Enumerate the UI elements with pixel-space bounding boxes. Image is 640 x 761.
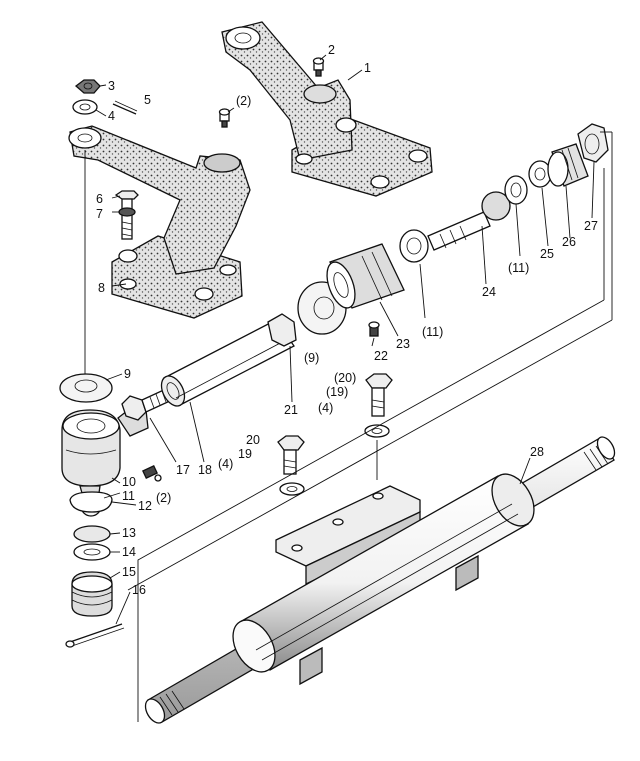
grease-nipple-2c [142, 464, 162, 482]
grease-nipple-2b [218, 108, 231, 128]
callout-leaders [95, 54, 595, 625]
callout-28: 28 [530, 445, 544, 459]
idler-bracket-lower [68, 125, 251, 319]
callout-16: 16 [132, 583, 146, 597]
callout-3: 3 [108, 79, 115, 93]
sleeve-18 [160, 319, 295, 407]
callout-10: 10 [122, 475, 136, 489]
callout-11-paren-b: (11) [508, 261, 529, 275]
callout-2: 2 [328, 43, 335, 57]
washer-4 [72, 99, 98, 115]
callout-9-paren: (9) [304, 351, 319, 365]
washer-4b [364, 424, 390, 438]
spring-15 [71, 571, 113, 617]
callout-13: 13 [122, 526, 136, 540]
seat-13 [73, 525, 111, 543]
callout-4: 4 [108, 109, 115, 123]
split-pin-5 [112, 100, 138, 115]
seal-11c [504, 175, 528, 205]
callout-11: 11 [122, 489, 135, 503]
callout-18: 18 [198, 463, 212, 477]
callout-2-paren-a: (2) [236, 94, 251, 108]
callout-24: 24 [482, 285, 496, 299]
split-pin-16 [65, 623, 125, 648]
dust-cover-9 [59, 373, 113, 403]
lock-washer-7 [118, 207, 136, 217]
callout-4-paren-b: (4) [218, 457, 233, 471]
ball-socket-housing-10 [61, 403, 149, 487]
seal-11b [399, 229, 429, 263]
idler-bracket-upper [221, 21, 433, 197]
callout-20-paren: (20) [334, 371, 356, 385]
callout-20: 20 [246, 433, 260, 447]
callout-9: 9 [124, 367, 131, 381]
callout-23: 23 [396, 337, 410, 351]
grease-nipple-2 [312, 57, 325, 77]
callout-4-paren-a: (4) [318, 401, 333, 415]
callout-21: 21 [284, 403, 298, 417]
callout-1: 1 [364, 61, 371, 75]
callout-15: 15 [122, 565, 136, 579]
assembly-lines [84, 131, 613, 722]
callout-25: 25 [540, 247, 554, 261]
bush-23 [326, 243, 405, 309]
callout-17: 17 [176, 463, 190, 477]
nut-21 [267, 313, 297, 347]
callout-2-paren-b: (2) [156, 491, 171, 505]
callout-26: 26 [562, 235, 576, 249]
bolt-6 [114, 190, 139, 240]
bolt-20b [365, 373, 393, 417]
callout-labels: 1 2 (2) (2) 3 4 (4) (4) 5 6 7 8 9 (9) 10… [96, 43, 598, 597]
castle-nut-3 [74, 79, 101, 94]
callout-7: 7 [96, 207, 103, 221]
callout-19: 19 [238, 447, 252, 461]
washer-4c [279, 482, 305, 496]
callout-27: 27 [584, 219, 598, 233]
callout-14: 14 [122, 545, 136, 559]
callout-22: 22 [374, 349, 388, 363]
spring-26 [547, 143, 589, 187]
bolt-20 [277, 435, 305, 475]
callout-11-paren-a: (11) [422, 325, 443, 339]
callout-19-paren: (19) [326, 385, 348, 399]
grease-nipple-22 [368, 321, 380, 337]
pivot-pin-24 [427, 191, 511, 251]
washer-14 [73, 543, 111, 561]
callout-12: 12 [138, 499, 152, 513]
callout-6: 6 [96, 192, 103, 206]
ball-seat-12 [69, 491, 113, 513]
callout-8: 8 [98, 281, 105, 295]
cross-shaft-28 [144, 436, 616, 724]
callout-5: 5 [144, 93, 151, 107]
cap-nut-27 [577, 123, 609, 163]
